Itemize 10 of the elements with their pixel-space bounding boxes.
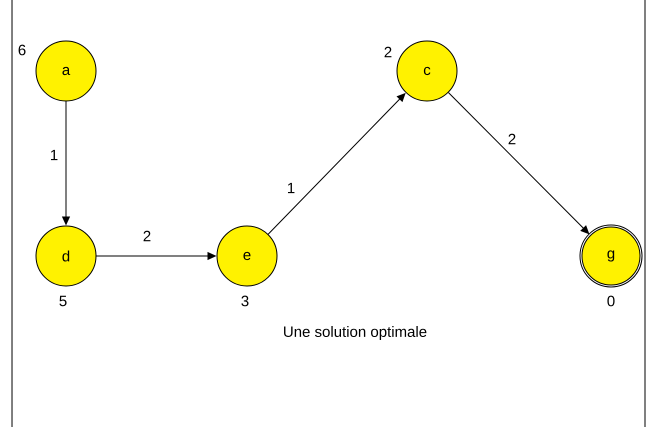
node-value: 5 bbox=[59, 296, 67, 306]
edge-label: 2 bbox=[142, 230, 152, 242]
node-value: 0 bbox=[607, 296, 615, 306]
node-value: 3 bbox=[241, 296, 249, 306]
edge-label: 2 bbox=[506, 132, 518, 146]
node-value: 6 bbox=[18, 44, 26, 56]
edge-label: 1 bbox=[48, 148, 60, 162]
caption: Une solution optimale bbox=[284, 326, 426, 340]
node-value: 2 bbox=[384, 46, 392, 58]
edge-label: 1 bbox=[286, 182, 296, 194]
